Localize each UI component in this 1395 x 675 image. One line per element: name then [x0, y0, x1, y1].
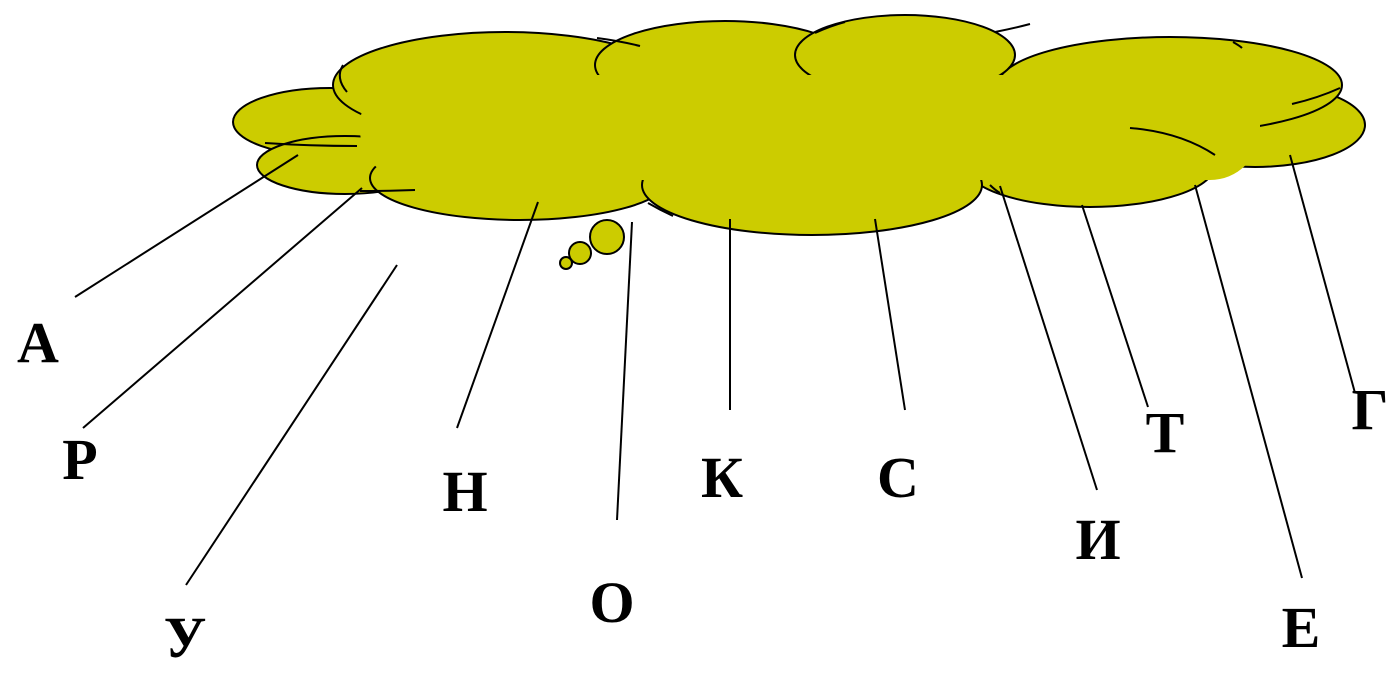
cloud-crease	[1129, 127, 1216, 156]
letter-label-i: И	[1075, 507, 1121, 572]
leader-line-e	[1194, 184, 1303, 579]
thought-cloud	[232, 14, 1366, 236]
leader-line-t	[1081, 204, 1149, 408]
leader-line-o	[616, 221, 633, 521]
cloud-crease	[994, 23, 1031, 33]
thought-bubble-large	[589, 219, 625, 255]
letter-label-n: Н	[442, 459, 488, 524]
thought-bubbles	[559, 219, 625, 270]
letter-label-o: О	[589, 570, 635, 635]
cloud-body	[360, 75, 1260, 180]
cloud-crease	[359, 189, 416, 192]
cloud-crease	[1232, 41, 1243, 49]
thought-bubble-medium	[568, 241, 592, 265]
leader-lines	[74, 154, 1356, 586]
letter-label-k: К	[700, 445, 744, 510]
cloud-crease	[814, 21, 846, 34]
thought-bubble-small	[559, 256, 573, 270]
leader-line-a	[74, 154, 299, 298]
leader-line-i	[999, 185, 1098, 491]
letter-label-g: Г	[1351, 377, 1389, 442]
leader-line-u	[185, 264, 398, 586]
cloud-crease	[647, 202, 674, 217]
cloud-crease	[596, 37, 641, 47]
leader-line-s	[874, 218, 906, 411]
letter-label-s: С	[877, 445, 919, 510]
letter-label-a: А	[17, 310, 59, 375]
leader-line-g	[1289, 154, 1356, 394]
leader-line-n	[456, 201, 539, 429]
letter-label-e: Е	[1281, 595, 1321, 660]
cloud-crease	[338, 64, 348, 93]
letter-label-t: Т	[1145, 400, 1185, 465]
leader-line-r	[82, 187, 363, 429]
cloud-creases	[264, 21, 1341, 217]
cloud-crease	[1291, 87, 1341, 105]
letter-label-r: Р	[62, 427, 98, 492]
cloud-crease	[989, 184, 1001, 194]
cloud-crease	[264, 142, 358, 147]
letter-label-u: У	[163, 605, 207, 670]
